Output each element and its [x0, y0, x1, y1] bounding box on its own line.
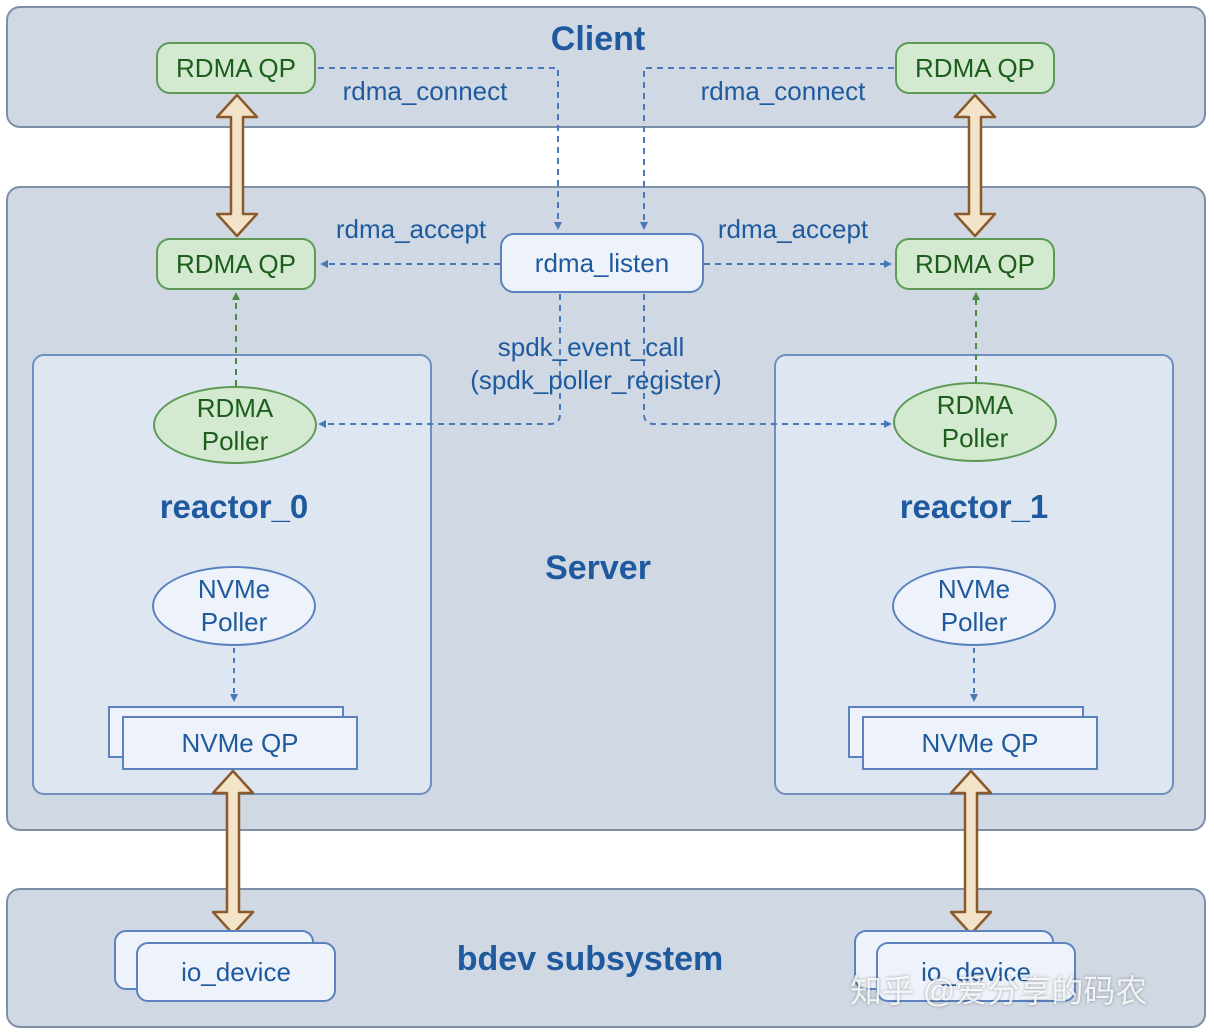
bdev-subsystem-title: bdev subsystem — [456, 940, 724, 978]
double-arrow-client-server-right — [953, 93, 997, 238]
event-call-left-path — [318, 294, 561, 428]
rdma-poller-0-line1: RDMA — [196, 393, 274, 423]
nvme-poller-1-line1: NVMe — [937, 574, 1011, 604]
nvme-qp-1[interactable]: NVMe QP — [862, 716, 1098, 770]
rdma-poller-0-line2: Poller — [201, 426, 269, 456]
event-call-right-path — [643, 294, 892, 428]
reactor-1-title: reactor_1 — [899, 488, 1049, 525]
nvme-qp-0[interactable]: NVMe QP — [122, 716, 358, 770]
nvme-poller-0-line1: NVMe — [197, 574, 271, 604]
rdma-listen-box[interactable]: rdma_listen — [500, 233, 704, 293]
io-device-left[interactable]: io_device — [136, 942, 336, 1002]
nvme-poller-0[interactable]: NVMe Poller — [152, 566, 316, 646]
connect-left-path — [318, 67, 562, 230]
rdma-connect-label-left: rdma_connect — [342, 76, 508, 106]
rdma-poller-1[interactable]: RDMA Poller — [893, 382, 1057, 462]
rdma-accept-label-right: rdma_accept — [717, 214, 869, 244]
watermark: 知乎 @爱分享的码农 — [850, 973, 1148, 1009]
nvme-poller-1[interactable]: NVMe Poller — [892, 566, 1056, 646]
server-rdma-qp-right[interactable]: RDMA QP — [895, 238, 1055, 290]
reactor-0-title: reactor_0 — [159, 488, 309, 525]
client-rdma-qp-right[interactable]: RDMA QP — [895, 42, 1055, 94]
double-arrow-qp-device-left — [211, 769, 255, 936]
server-title: Server — [545, 549, 651, 587]
double-arrow-client-server-left — [215, 93, 259, 238]
client-rdma-qp-left[interactable]: RDMA QP — [156, 42, 316, 94]
io-device-right[interactable]: io_device — [876, 942, 1076, 1002]
rdma-poller-1-line1: RDMA — [936, 390, 1014, 420]
nvme-poller-1-line2: Poller — [940, 607, 1008, 637]
rdma-poller-0[interactable]: RDMA Poller — [153, 386, 317, 464]
rdma-accept-label-left: rdma_accept — [335, 214, 487, 244]
double-arrow-qp-device-right — [949, 769, 993, 936]
server-rdma-qp-left[interactable]: RDMA QP — [156, 238, 316, 290]
spdk-event-call-label: spdk_event_call — [497, 332, 685, 362]
connect-right-path — [640, 67, 894, 230]
spdk-poller-register-label: (spdk_poller_register) — [470, 365, 722, 395]
client-title: Client — [550, 20, 646, 58]
rdma-poller-1-line2: Poller — [941, 423, 1009, 453]
rdma-connect-label-right: rdma_connect — [700, 76, 866, 106]
nvme-poller-0-line2: Poller — [200, 607, 268, 637]
